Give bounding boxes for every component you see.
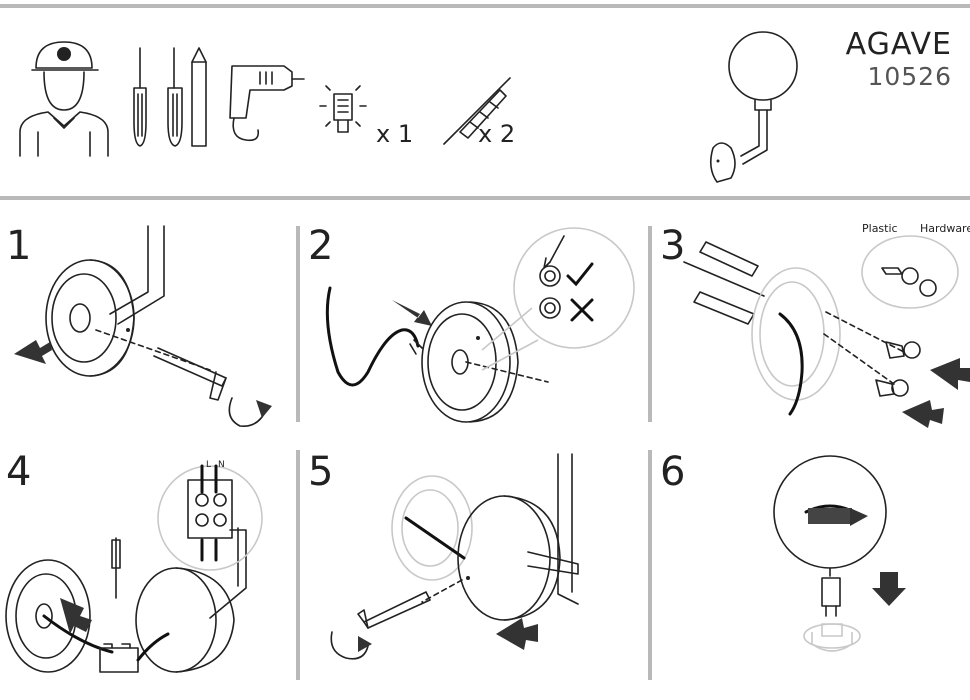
step-1-illustration xyxy=(14,225,272,427)
wall-anchor-icon xyxy=(443,77,511,145)
step-number: 3 xyxy=(660,223,686,269)
step-number: 5 xyxy=(308,449,334,495)
tools-illustration xyxy=(19,31,798,183)
product-title: AGAVE 10526 xyxy=(845,27,952,91)
step-2-panel: 2 xyxy=(302,222,635,457)
drill-icon xyxy=(229,65,305,142)
step-5-illustration xyxy=(330,453,579,660)
header-rule xyxy=(0,196,970,200)
step-number: 1 xyxy=(6,223,32,269)
screwdriver-flat-icon xyxy=(167,47,183,147)
brand-name: AGAVE xyxy=(845,27,952,62)
column-divider xyxy=(648,450,652,680)
agave-lamp-icon xyxy=(709,31,798,183)
step-2-illustration xyxy=(325,227,635,423)
step-1-panel: 1 xyxy=(0,222,322,457)
step-3-panel: 3 Plastic Hardware xyxy=(654,222,970,457)
bulb-icon xyxy=(319,85,367,133)
step-3-illustration xyxy=(683,235,970,428)
top-rule xyxy=(0,4,970,8)
step-6-panel: 6 xyxy=(654,448,970,683)
terminal-label-l: L xyxy=(206,460,212,470)
anchor-quantity: x 2 xyxy=(478,120,516,148)
step-5-panel: 5 xyxy=(302,448,624,683)
pencil-icon xyxy=(191,47,207,147)
terminal-label-n: N xyxy=(218,460,225,470)
plastic-label: Plastic xyxy=(862,222,898,235)
product-code: 10526 xyxy=(867,62,952,91)
hardware-label: Hardware xyxy=(920,222,970,235)
step-number: 6 xyxy=(660,449,686,495)
screwdriver-phillips-icon xyxy=(133,47,147,147)
step-number: 2 xyxy=(308,223,334,269)
bulb-quantity: x 1 xyxy=(376,120,414,148)
step-4-panel: 4 L N xyxy=(0,448,322,683)
step-4-illustration xyxy=(5,464,263,673)
step-6-illustration xyxy=(773,455,906,652)
column-divider xyxy=(296,450,300,680)
column-divider xyxy=(296,226,300,422)
step-number: 4 xyxy=(6,449,32,495)
column-divider xyxy=(648,226,652,422)
electrician-icon xyxy=(19,41,109,157)
header: x 1 x 2 AGAVE 10526 xyxy=(0,8,970,198)
